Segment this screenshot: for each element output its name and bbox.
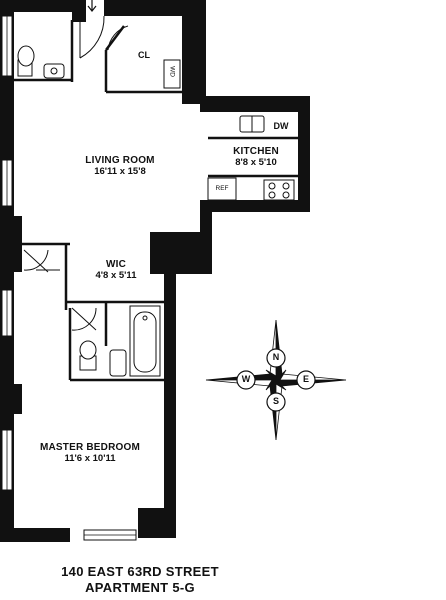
apartment-unit: APARTMENT 5-G [85, 580, 195, 595]
dishwasher-label: DW [273, 121, 289, 131]
living-room-name: LIVING ROOM [85, 155, 155, 166]
wic-label: WIC 4'8 x 5'11 [76, 259, 156, 281]
kitchen-dims: 8'8 x 5'10 [235, 157, 277, 168]
compass-north-label: N [272, 352, 280, 362]
refrigerator-label: REF [215, 185, 229, 192]
living-room-dims: 16'11 x 15'8 [94, 166, 146, 177]
powder-room-fixtures [17, 45, 65, 79]
wic-name: WIC [105, 259, 127, 270]
master-bedroom-name: MASTER BEDROOM [39, 442, 141, 453]
wic-dims: 4'8 x 5'11 [95, 270, 137, 281]
closet-label: CL [138, 50, 150, 60]
compass-south-label: S [272, 396, 279, 406]
building-address: 140 EAST 63RD STREET [61, 564, 219, 579]
door-swings [23, 12, 129, 331]
master-bath-fixtures [79, 340, 127, 377]
washer-dryer-label: WD [168, 66, 176, 77]
refrigerator-icon [207, 177, 237, 201]
stove-icon [263, 179, 295, 201]
entry-arrow-icon [87, 0, 97, 12]
interior-walls [14, 20, 298, 382]
compass-west-label: W [241, 374, 251, 384]
compass-rose-icon [205, 319, 347, 441]
living-room-label: LIVING ROOM 16'11 x 15'8 [60, 155, 180, 177]
window-mullions [6, 16, 136, 536]
compass-east-label: E [302, 374, 309, 384]
washer-dryer-icon [163, 59, 181, 89]
kitchen-name: KITCHEN [233, 146, 279, 157]
exterior-walls [0, 0, 310, 542]
master-bedroom-label: MASTER BEDROOM 11'6 x 10'11 [20, 442, 160, 464]
kitchen-sink-icon [239, 115, 265, 133]
master-bedroom-dims: 11'6 x 10'11 [64, 453, 116, 464]
kitchen-label: KITCHEN 8'8 x 5'10 [214, 146, 298, 168]
bathtub-icon [129, 305, 161, 377]
